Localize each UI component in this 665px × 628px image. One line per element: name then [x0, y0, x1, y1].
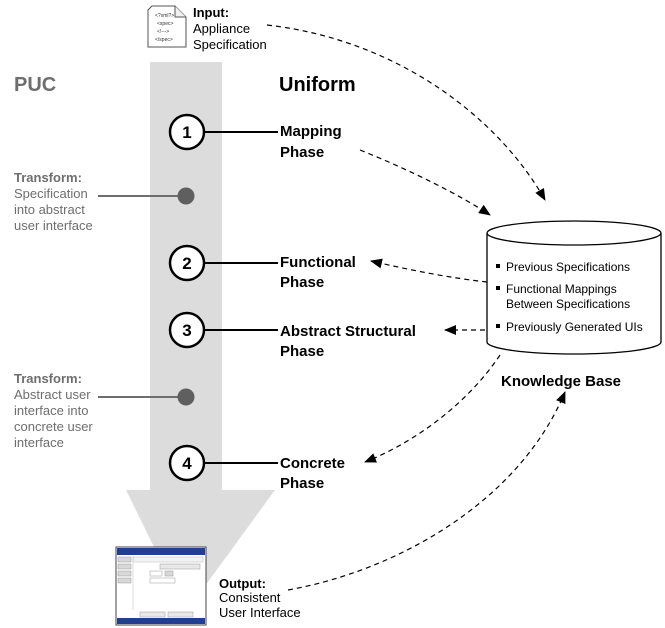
transform-label: Transform:	[14, 170, 82, 185]
phase-subtitle: Phase	[280, 144, 324, 161]
phase-3: 3 Abstract Structural Phase	[168, 311, 416, 360]
doc-line: <!--->	[157, 29, 169, 35]
phase-number: 3	[182, 321, 191, 340]
doc-line: <?xml?>	[155, 13, 174, 19]
phase-number: 2	[182, 254, 191, 273]
arrow-kb-to-concrete	[364, 354, 501, 463]
arrow-mapping-to-kb	[359, 149, 491, 216]
phase-subtitle: Phase	[280, 475, 324, 492]
output-line-2: User Interface	[219, 605, 301, 620]
phase-title: Mapping	[280, 123, 342, 140]
phase-number: 4	[182, 454, 192, 473]
uniform-label: Uniform	[279, 74, 356, 96]
transform-line: into abstract	[14, 202, 85, 217]
transform-2: Transform: Abstract user interface into …	[14, 371, 195, 450]
output-label: Output:	[219, 576, 266, 591]
phase-subtitle: Phase	[280, 274, 324, 291]
phase-title: Concrete	[280, 455, 345, 472]
input-label: Input:	[193, 5, 229, 20]
knowledge-base-cylinder: Previous Specifications Functional Mappi…	[486, 220, 662, 355]
puc-label: PUC	[14, 74, 56, 96]
phase-2: 2 Functional Phase	[168, 244, 356, 291]
transform-line: Specification	[14, 186, 88, 201]
output-ui-thumbnail	[115, 546, 207, 626]
phase-title: Abstract Structural	[280, 323, 416, 340]
kb-item: Previously Generated UIs	[506, 320, 643, 334]
knowledge-base-title: Knowledge Base	[501, 373, 621, 390]
kb-item-continued: Between Specifications	[506, 297, 630, 311]
input-line-2: Specification	[193, 37, 267, 52]
phase-title: Functional	[280, 254, 356, 271]
phase-number: 1	[182, 123, 191, 142]
arrow-kb-to-functional	[370, 258, 488, 283]
transform-1: Transform: Specification into abstract u…	[14, 170, 195, 233]
arrow-output-to-kb	[287, 391, 566, 591]
phase-1: 1 Mapping Phase	[168, 113, 342, 161]
transform-line: concrete user	[14, 419, 93, 434]
doc-line: </spec>	[155, 37, 173, 43]
input-document-icon: <?xml?> <spec> <!---> </spec>	[147, 5, 187, 48]
transform-line: Abstract user	[14, 387, 91, 402]
transform-line: user interface	[14, 218, 93, 233]
transform-line: interface into	[14, 403, 88, 418]
input-line-1: Appliance	[193, 21, 250, 36]
phase-4: 4 Concrete Phase	[168, 444, 345, 492]
arrow-input-to-kb	[266, 24, 546, 201]
doc-line: <spec>	[157, 21, 173, 27]
phase-subtitle: Phase	[280, 343, 324, 360]
kb-item: Functional Mappings	[506, 282, 617, 296]
kb-item: Previous Specifications	[506, 260, 630, 274]
output-line-1: Consistent	[219, 590, 281, 605]
transform-line: interface	[14, 435, 64, 450]
transform-label: Transform:	[14, 371, 82, 386]
